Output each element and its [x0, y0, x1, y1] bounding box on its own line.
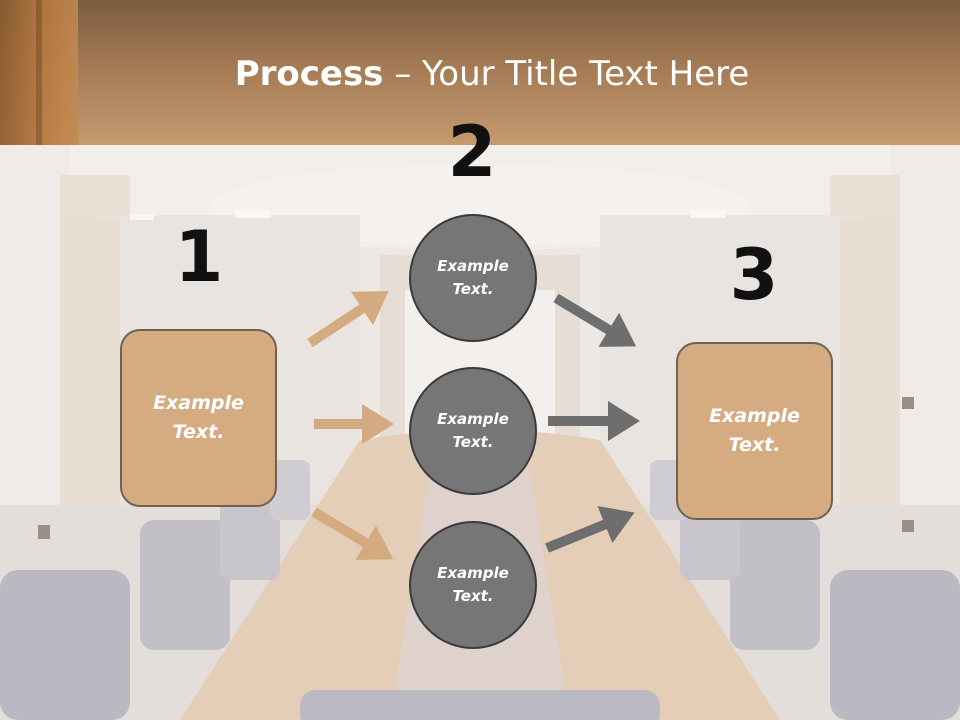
arrow-left-to-top	[307, 290, 389, 348]
slide-title-bold: Process	[234, 54, 384, 94]
circle-middle: Example Text.	[409, 367, 537, 495]
right-process-box: Example Text.	[676, 342, 833, 520]
slide-title-rest: – Your Title Text Here	[383, 54, 750, 94]
circle-bottom: Example Text.	[409, 521, 537, 649]
arrow-bottom-to-right	[545, 505, 635, 553]
arrow-top-to-right	[553, 293, 637, 347]
banner-accent-line	[36, 0, 42, 145]
left-box-text: Example Text.	[153, 392, 244, 443]
slide-title: Process – Your Title Text Here	[0, 54, 960, 94]
circle-bottom-text: Example Text.	[437, 564, 509, 605]
step-number-3: 3	[729, 234, 779, 316]
step-number-1: 1	[174, 216, 224, 298]
circle-top: Example Text.	[409, 214, 537, 342]
left-process-box: Example Text.	[120, 329, 277, 507]
right-box-text: Example Text.	[709, 405, 800, 456]
arrow-left-to-bottom	[311, 507, 394, 561]
circle-middle-text: Example Text.	[437, 410, 509, 451]
banner-accent	[0, 0, 78, 145]
circle-top-text: Example Text.	[437, 257, 509, 298]
title-banner	[0, 0, 960, 145]
step-number-2: 2	[447, 111, 497, 193]
